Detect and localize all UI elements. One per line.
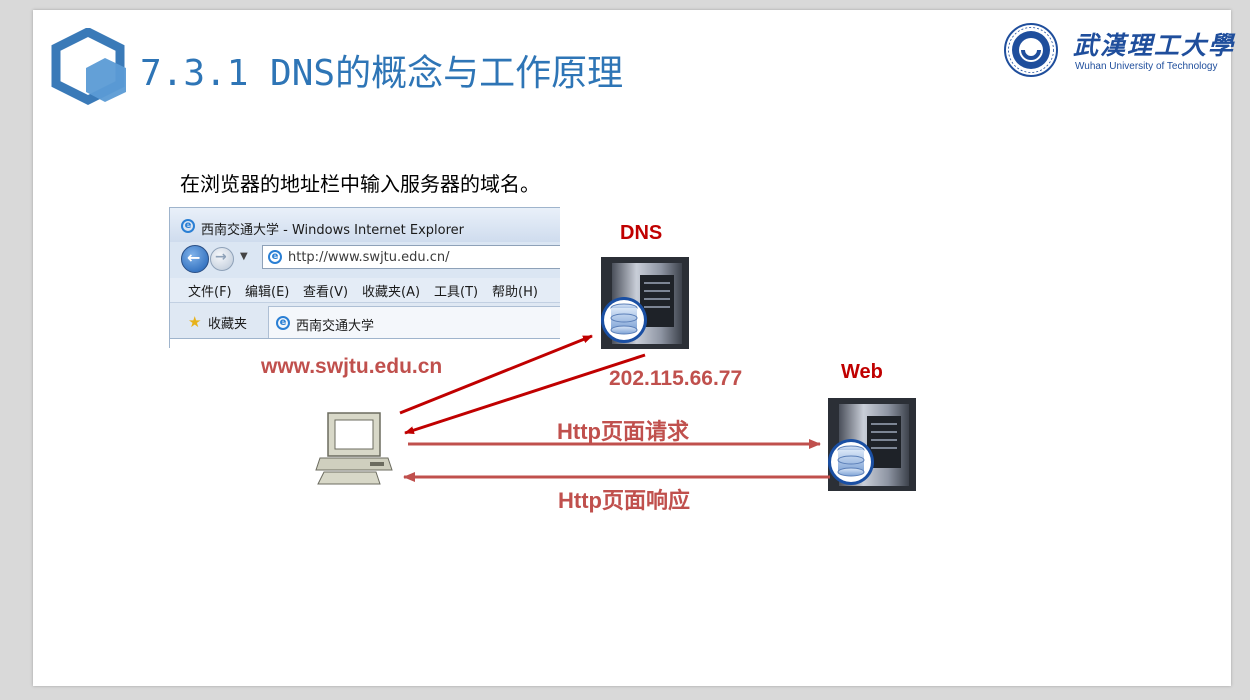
browser-favorites-bar: ★ 收藏夹 e 西南交通大学 [170, 302, 560, 339]
page-title: 7.3.1 DNS的概念与工作原理 [140, 53, 624, 94]
ie-icon: e [181, 219, 195, 233]
browser-menubar: 文件(F) 编辑(E) 查看(V) 收藏夹(A) 工具(T) 帮助(H) [170, 278, 560, 302]
web-server-icon [828, 398, 916, 491]
favorites-button[interactable]: 收藏夹 [208, 317, 248, 332]
dns-server-icon [601, 257, 689, 349]
ip-answer-label: 202.115.66.77 [609, 367, 743, 390]
university-name-cn: 武漢理工大學 [1073, 31, 1236, 60]
menu-view[interactable]: 查看(V) [303, 285, 349, 300]
menu-edit[interactable]: 编辑(E) [245, 285, 290, 300]
history-dropdown-icon[interactable]: ▼ [240, 251, 248, 262]
page-icon: e [268, 250, 282, 264]
tab-ie-icon: e [276, 316, 290, 330]
browser-tab-title: 西南交通大学 [296, 319, 375, 334]
dns-answer-arrow [404, 353, 646, 435]
http-request-label: Http页面请求 [557, 419, 689, 444]
web-server-label: Web [841, 361, 883, 383]
menu-tools[interactable]: 工具(T) [434, 285, 479, 300]
browser-window-title: 西南交通大学 - Windows Internet Explorer [201, 223, 464, 238]
forward-button-icon[interactable]: → [210, 247, 234, 271]
university-seal-icon [1004, 23, 1058, 77]
address-bar[interactable]: e http://www.swjtu.edu.cn/ [262, 245, 560, 269]
http-response-label: Http页面响应 [558, 488, 690, 513]
menu-help[interactable]: 帮助(H) [492, 285, 538, 300]
browser-titlebar: e 西南交通大学 - Windows Internet Explorer [170, 208, 560, 242]
dns-server-label: DNS [620, 222, 663, 244]
menu-favorites[interactable]: 收藏夹(A) [362, 285, 421, 300]
browser-screenshot: e 西南交通大学 - Windows Internet Explorer ← →… [169, 207, 560, 348]
browser-tab[interactable]: e 西南交通大学 [268, 306, 560, 339]
dns-query-arrow [399, 334, 593, 415]
domain-query-label: www.swjtu.edu.cn [261, 355, 443, 378]
favorites-star-icon: ★ [188, 313, 202, 331]
hexagon-logo-icon [51, 28, 126, 106]
client-computer-icon [315, 412, 393, 485]
browser-content-area [170, 338, 560, 348]
browser-navbar: ← → ▼ e http://www.swjtu.edu.cn/ [170, 242, 560, 278]
back-button-icon[interactable]: ← [181, 245, 209, 273]
intro-text: 在浏览器的地址栏中输入服务器的域名。 [180, 172, 540, 196]
address-bar-url: http://www.swjtu.edu.cn/ [288, 250, 450, 265]
university-name-en: Wuhan University of Technology [1075, 61, 1218, 72]
university-logo: 武漢理工大學 Wuhan University of Technology [1003, 22, 1233, 78]
menu-file[interactable]: 文件(F) [188, 285, 232, 300]
